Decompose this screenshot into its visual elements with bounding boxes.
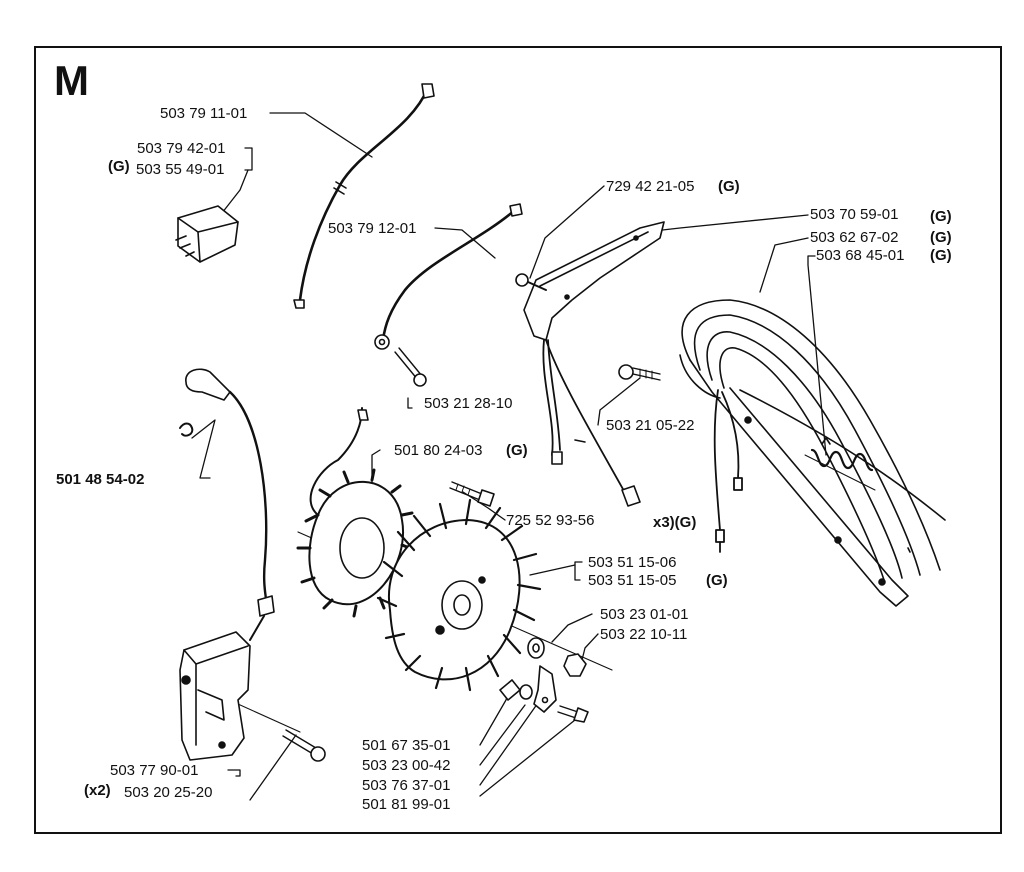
label-front-handle: 503 62 67-02 [810,229,899,246]
stator [296,407,414,618]
label-screw-flywheel: 725 52 93-56 [506,512,595,529]
spring [804,437,876,491]
label-screw-handle: 503 21 05-22 [606,417,695,434]
variant-marker-handle: (G) [930,229,952,246]
label-ignition-module: 503 77 90-01 [110,762,199,779]
qty-marker-x2: (x2) [84,782,111,799]
ignition-module [179,595,275,761]
handle-wires [713,389,743,553]
variant-marker-spring: (G) [930,247,952,264]
label-screw-cable: 503 21 28-10 [424,395,513,412]
label-spring: 503 68 45-01 [816,247,905,264]
cable-lower [374,203,523,387]
guard-screw [515,273,547,291]
label-key: 501 67 35-01 [362,737,451,754]
label-switch-a: 503 79 42-01 [137,140,226,157]
label-spark-cap: 501 48 54-02 [56,471,145,488]
label-pawl: 503 76 37-01 [362,777,451,794]
flywheel-screw [449,481,495,507]
label-washer: 503 23 01-01 [600,606,689,623]
label-switch-b: 503 55 49-01 [136,161,225,178]
washer-and-nut [527,637,587,677]
front-handle [679,299,946,607]
label-cable-lower: 503 79 12-01 [328,220,417,237]
variant-marker-stator: (G) [506,442,528,459]
handle-guard [523,221,665,507]
label-flywheel-b: 503 51 15-05 [588,572,677,589]
stop-switch [175,205,239,263]
label-washer-small: 503 23 00-42 [362,757,451,774]
label-flywheel-a: 503 51 15-06 [588,554,677,571]
module-screw [282,729,326,762]
variant-marker-guard: (G) [930,208,952,225]
section-letter: M [54,57,89,104]
variant-marker-switch: (G) [108,158,130,175]
label-pawl-screw: 501 81 99-01 [362,796,451,813]
spark-plug-cap [179,368,268,610]
handle-screw [618,364,661,381]
variant-marker-screw-top: (G) [718,178,740,195]
variant-marker-flywheel: (G) [706,572,728,589]
label-module-screw: 503 20 25-20 [124,784,213,801]
pawl-parts [499,665,589,723]
qty-marker-x3: x3)(G) [653,514,697,531]
diagram-frame [34,46,1002,834]
flywheel [376,498,542,692]
label-cable-upper: 503 79 11-01 [160,105,248,122]
label-handle-guard: 503 70 59-01 [810,206,899,223]
label-nut: 503 22 10-11 [600,626,688,643]
cable-upper [293,83,435,309]
label-screw-handle-top: 729 42 21-05 [606,178,695,195]
label-stator: 501 80 24-03 [394,442,483,459]
